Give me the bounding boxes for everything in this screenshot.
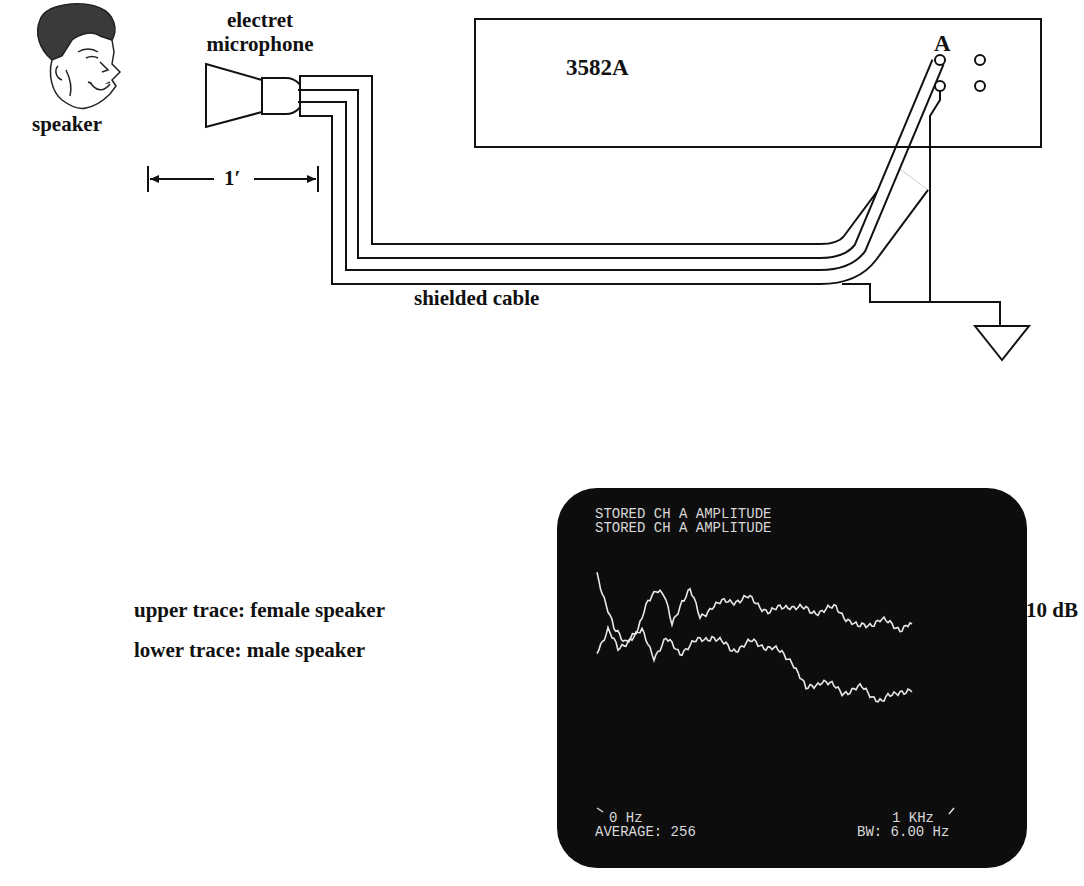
screen-readout: 0 Hz <box>609 811 643 825</box>
ground-wire <box>842 86 1029 360</box>
analyzer-screen: STORED CH A AMPLITUDESTORED CH A AMPLITU… <box>557 488 1027 868</box>
caption-label: upper trace: female speaker <box>134 598 385 622</box>
caption-label: 10 dB <box>1024 598 1080 622</box>
spectrum-analyzer: 3582A A <box>474 18 1042 148</box>
shielded-cable <box>298 62 938 264</box>
caption-label: lower trace: male speaker <box>134 638 365 662</box>
caption-label: 1′ <box>222 166 242 190</box>
screen-readout: AVERAGE: 256 <box>595 825 696 839</box>
panel-label: A <box>934 32 951 55</box>
distance-dimension <box>148 166 318 192</box>
screen-readout: BW: 6.00 Hz <box>857 825 949 839</box>
screen-readout: STORED CH A AMPLITUDE <box>595 507 771 521</box>
caption-label: speaker <box>32 112 102 136</box>
speaker-face <box>38 4 120 109</box>
screen-readout: 1 KHz <box>892 811 934 825</box>
caption-label: shielded cable <box>414 286 539 310</box>
panel-label: 3582A <box>566 56 629 79</box>
electret-microphone <box>206 64 304 127</box>
input-terminal <box>935 55 985 91</box>
caption-label: electret microphone <box>205 8 315 56</box>
screen-readout: STORED CH A AMPLITUDE <box>595 521 771 535</box>
